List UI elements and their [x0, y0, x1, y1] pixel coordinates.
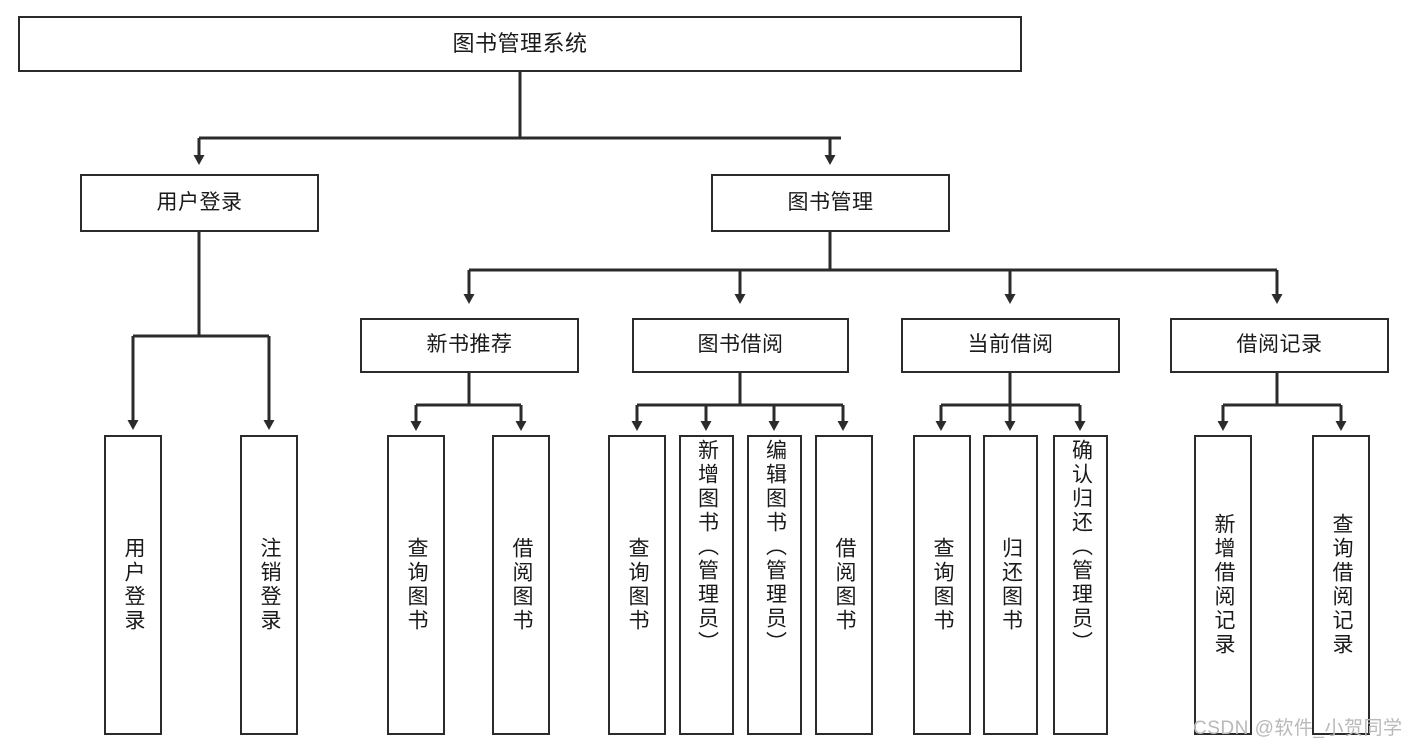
node-label: 图书借阅 [697, 333, 784, 357]
node-user-login[interactable]: 用户登录 [80, 174, 319, 232]
node-label: 借阅图书 [833, 537, 857, 633]
node-label: 借阅记录 [1236, 333, 1323, 357]
node-root-system[interactable]: 图书管理系统 [18, 16, 1022, 72]
leaf-borrowrecord-add-record[interactable]: 新增借阅记录 [1194, 435, 1252, 735]
node-label: 编辑图书（管理员） [763, 439, 787, 655]
leaf-currentborrow-confirm-return[interactable]: 确认归还（管理员） [1053, 435, 1108, 735]
node-book-borrow[interactable]: 图书借阅 [632, 318, 849, 373]
node-label: 图书管理 [787, 190, 874, 214]
leaf-bookborrow-edit-book[interactable]: 编辑图书（管理员） [747, 435, 802, 735]
node-label: 归还图书 [999, 537, 1023, 633]
node-label: 注销登录 [258, 537, 282, 633]
leaf-currentborrow-query-book[interactable]: 查询图书 [913, 435, 971, 735]
node-label: 当前借阅 [967, 333, 1054, 357]
node-label: 查询图书 [405, 537, 429, 633]
node-label: 借阅图书 [510, 537, 534, 633]
leaf-user-login[interactable]: 用户登录 [104, 435, 162, 735]
node-current-borrow[interactable]: 当前借阅 [901, 318, 1120, 373]
node-borrow-record[interactable]: 借阅记录 [1170, 318, 1389, 373]
leaf-borrowrecord-query-record[interactable]: 查询借阅记录 [1312, 435, 1370, 735]
leaf-newbook-borrow-book[interactable]: 借阅图书 [492, 435, 550, 735]
node-label: 用户登录 [156, 190, 243, 214]
node-label: 图书管理系统 [452, 31, 588, 57]
node-label: 用户登录 [122, 537, 146, 633]
node-label: 查询借阅记录 [1330, 513, 1354, 657]
node-label: 新书推荐 [426, 333, 513, 357]
node-label: 确认归还（管理员） [1069, 439, 1093, 655]
leaf-currentborrow-return-book[interactable]: 归还图书 [983, 435, 1038, 735]
leaf-newbook-query-book[interactable]: 查询图书 [387, 435, 445, 735]
node-label: 查询图书 [626, 537, 650, 633]
node-label: 查询图书 [931, 537, 955, 633]
node-label: 新增图书（管理员） [695, 439, 719, 655]
node-new-book-recommend[interactable]: 新书推荐 [360, 318, 579, 373]
node-book-management[interactable]: 图书管理 [711, 174, 950, 232]
leaf-bookborrow-add-book[interactable]: 新增图书（管理员） [679, 435, 734, 735]
leaf-logout[interactable]: 注销登录 [240, 435, 298, 735]
node-label: 新增借阅记录 [1212, 513, 1236, 657]
leaf-bookborrow-query-book[interactable]: 查询图书 [608, 435, 666, 735]
leaf-bookborrow-borrow-book[interactable]: 借阅图书 [815, 435, 873, 735]
